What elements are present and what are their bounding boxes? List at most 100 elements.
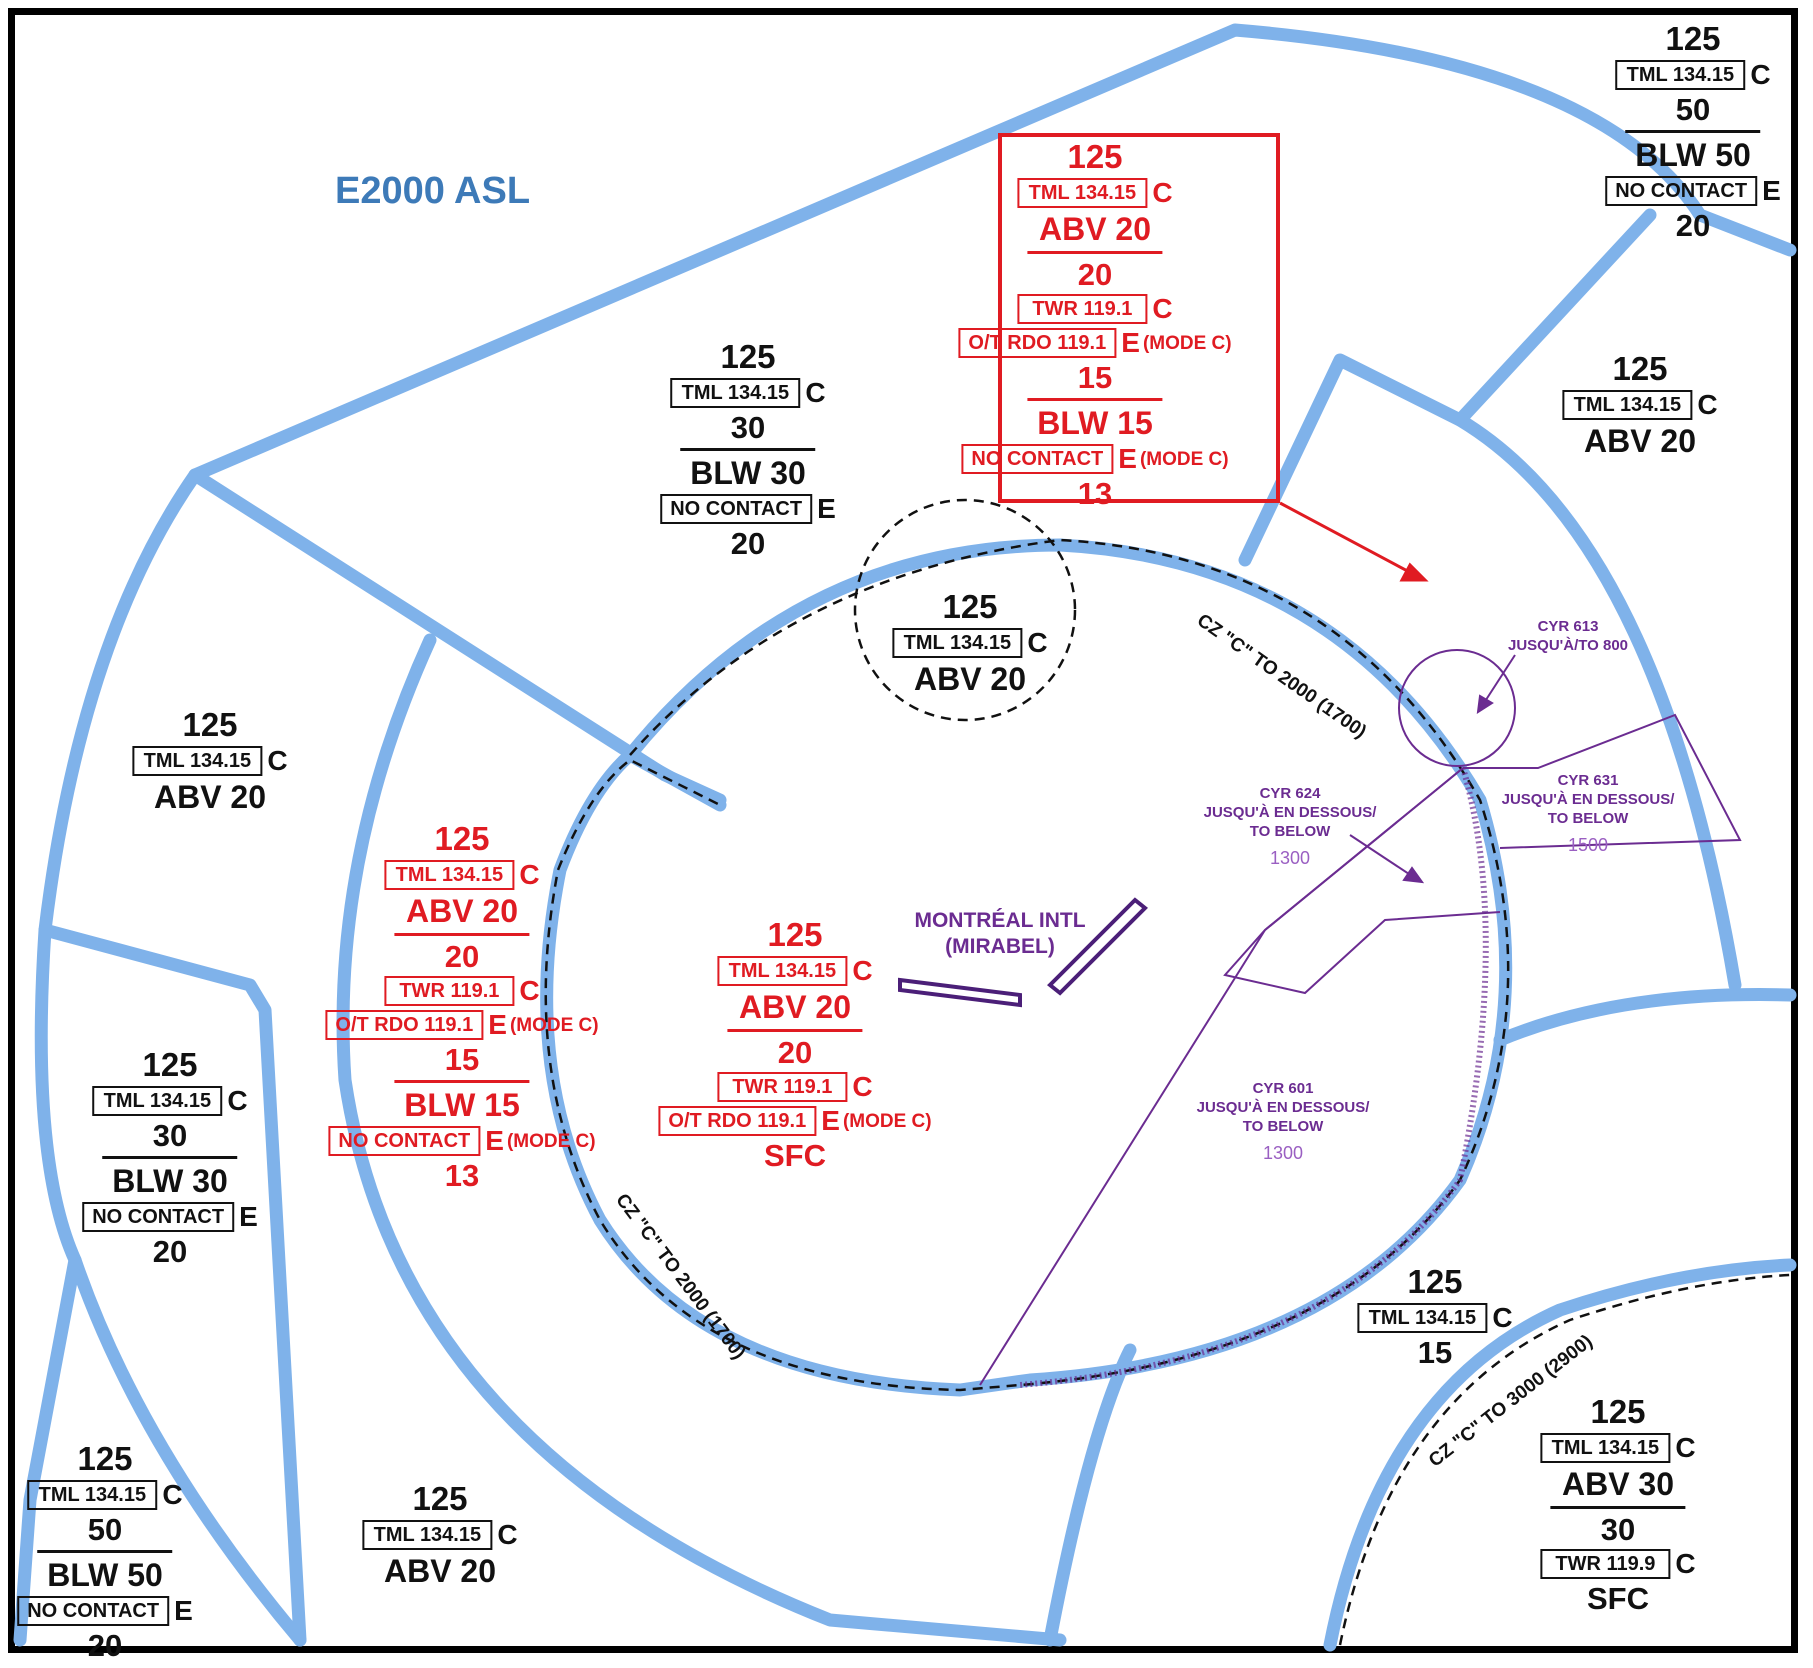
cyr613-arrowhead: [1476, 694, 1494, 714]
ceiling: 125: [434, 820, 490, 857]
floor: SFC: [1586, 1581, 1649, 1616]
ceiling: 125: [142, 1046, 198, 1083]
mid-alt-2: 15: [444, 1042, 480, 1077]
cyr613-name: CYR 613: [1537, 618, 1599, 635]
above: ABV 20: [738, 989, 852, 1025]
cyr601-name: CYR 601: [1252, 1080, 1314, 1097]
mid-alt: 50: [87, 1512, 123, 1547]
divider: [1027, 251, 1163, 254]
class: C: [1152, 293, 1173, 324]
nocontact-box: NO CONTACT: [961, 444, 1114, 474]
tower-box: TWR 119.1: [384, 976, 515, 1006]
otrdo-box: O/T RDO 119.1: [958, 328, 1117, 358]
cyr624-desc2: TO BELOW: [1249, 822, 1331, 840]
divider: [394, 933, 530, 936]
ceiling: 125: [182, 706, 238, 743]
above: ABV 20: [383, 1553, 497, 1589]
cyr631-desc1: JUSQU'À EN DESSOUS/: [1501, 790, 1675, 808]
cyr624-alt: 1300: [1269, 848, 1311, 869]
below: BLW 30: [112, 1163, 228, 1199]
floor: 20: [152, 1234, 188, 1269]
ceiling: 125: [767, 916, 823, 953]
cyr613-circle: [1398, 649, 1516, 767]
cyr601-label: CYR 601 JUSQU'À EN DESSOUS/ TO BELOW 130…: [1197, 1080, 1370, 1165]
mode: (MODE C): [1142, 332, 1232, 354]
cz-se-dashed: [1338, 1273, 1791, 1646]
mode: (MODE C): [842, 1110, 932, 1132]
freq-box: TML 134.15: [670, 378, 801, 408]
mid-alt: 30: [152, 1118, 188, 1153]
class: C: [267, 745, 288, 776]
boundary-left-low: [13, 1253, 82, 1647]
ceiling: 125: [1590, 1393, 1646, 1430]
class: C: [519, 975, 540, 1006]
airport-name: MONTRÉAL INTL: [914, 909, 1086, 932]
above: ABV 20: [405, 893, 519, 929]
class: C: [497, 1519, 518, 1550]
tower-box: TWR 119.1: [717, 1072, 848, 1102]
class: C: [1675, 1548, 1696, 1579]
ceiling: 125: [77, 1440, 133, 1477]
cyr624-arrow: [1349, 834, 1416, 879]
above: ABV 20: [1583, 423, 1697, 459]
divider: [1625, 130, 1761, 133]
cyr624-desc1: JUSQU'À EN DESSOUS/: [1203, 803, 1377, 821]
cyr613-label: CYR 613 JUSQU'À/TO 800: [1508, 618, 1628, 656]
cyr624-arrowhead: [1402, 866, 1425, 884]
ceiling: 125: [412, 1480, 468, 1517]
divider: [1550, 1506, 1686, 1509]
class: E: [1118, 443, 1137, 474]
class: C: [805, 377, 826, 408]
freq-box: TML 134.15: [1615, 60, 1746, 90]
floor: 15: [1417, 1335, 1453, 1370]
freq-box: TML 134.15: [717, 956, 848, 986]
mid-alt: 30: [1600, 1512, 1636, 1547]
airport-sub: (MIRABEL): [945, 935, 1055, 959]
divider: [394, 1080, 530, 1083]
class: E: [821, 1105, 840, 1136]
divider: [102, 1156, 238, 1159]
class: E: [239, 1201, 258, 1232]
nocontact-box: NO CONTACT: [17, 1596, 170, 1626]
freq-box: TML 134.15: [1562, 390, 1693, 420]
otrdo-box: O/T RDO 119.1: [658, 1106, 817, 1136]
below: BLW 30: [690, 455, 806, 491]
mid-alt-2: 15: [1077, 360, 1113, 395]
red-pointer-arrow: [1279, 501, 1416, 577]
below: BLW 15: [1037, 405, 1153, 441]
cyr631-label: CYR 631 JUSQU'À EN DESSOUS/ TO BELOW 150…: [1502, 772, 1675, 857]
divider: [37, 1550, 173, 1553]
class: E: [485, 1125, 504, 1156]
class: E: [1121, 327, 1140, 358]
boundary-east-arc: [1238, 353, 1742, 992]
class: C: [1027, 627, 1048, 658]
class: E: [817, 493, 836, 524]
class: C: [519, 859, 540, 890]
map-frame: [8, 8, 1798, 1653]
floor: 20: [730, 526, 766, 561]
mid-alt: 30: [730, 410, 766, 445]
above: ABV 30: [1561, 1466, 1675, 1502]
freq-box: TML 134.15: [1017, 178, 1148, 208]
freq-box: TML 134.15: [132, 746, 263, 776]
nocontact-box: NO CONTACT: [660, 494, 813, 524]
floor: SFC: [764, 1138, 826, 1173]
runway-1: [898, 977, 1022, 1008]
floor: 13: [444, 1158, 480, 1193]
ceiling: 125: [1665, 20, 1721, 57]
cyr624-label: CYR 624 JUSQU'À EN DESSOUS/ TO BELOW 130…: [1204, 785, 1377, 870]
ceiling: 125: [942, 588, 998, 625]
boundary-outer-top: [188, 23, 1797, 482]
cyr631-desc2: TO BELOW: [1547, 809, 1629, 827]
ceiling: 125: [1612, 350, 1668, 387]
boundary-left-box: [38, 923, 307, 1647]
tower-box: TWR 119.1: [1017, 294, 1148, 324]
